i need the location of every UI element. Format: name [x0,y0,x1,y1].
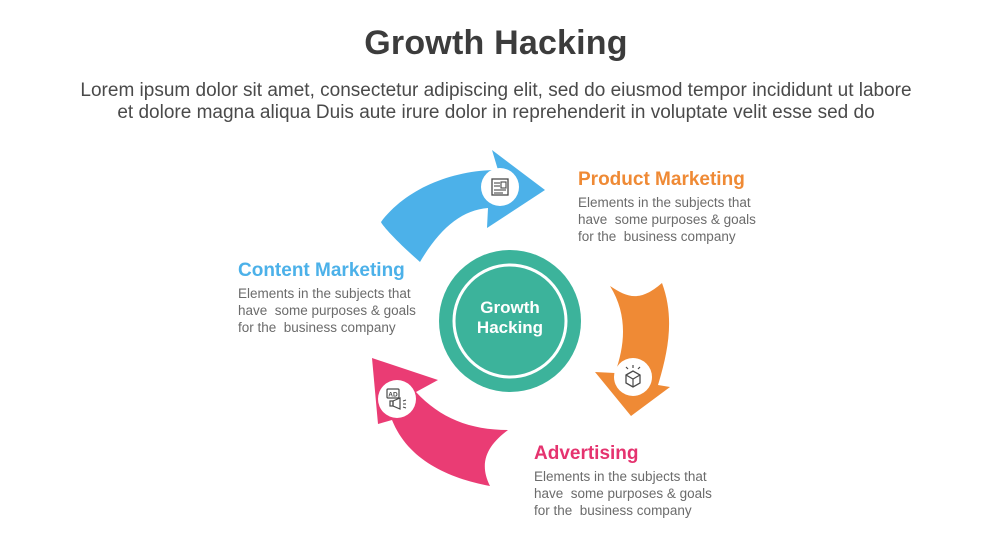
product-marketing-desc-line-1: Elements in the subjects that [578,195,751,210]
advertising-desc-line-2: have some purposes & goals [534,486,712,501]
subtitle-line-1: Lorem ipsum dolor sit amet, consectetur … [80,80,912,101]
product-marketing-title: Product Marketing [578,169,745,190]
center-circle [439,250,581,392]
ad-megaphone-icon: AD [378,380,416,418]
product-marketing-desc-line-3: for the business company [578,229,736,244]
product-marketing-desc: Elements in the subjects that have some … [578,194,756,245]
content-marketing-desc-line-3: for the business company [238,320,396,335]
content-marketing-desc-line-1: Elements in the subjects that [238,286,411,301]
blueprint-icon [481,168,519,206]
arrow-orange [595,283,670,416]
advertising-desc-line-3: for the business company [534,503,692,518]
product-box-icon [614,358,652,396]
center-label-line-1: Growth [480,298,540,317]
center-label: Growth Hacking [440,298,580,338]
content-marketing-desc-line-2: have some purposes & goals [238,303,416,318]
arrow-blue [381,150,545,262]
advertising-desc: Elements in the subjects that have some … [534,468,712,519]
page-subtitle: Lorem ipsum dolor sit amet, consectetur … [40,80,952,124]
center-label-line-2: Hacking [476,318,544,337]
product-marketing-desc-line-2: have some purposes & goals [578,212,756,227]
content-marketing-desc: Elements in the subjects that have some … [238,285,416,336]
content-marketing-title: Content Marketing [238,260,405,281]
advertising-desc-line-1: Elements in the subjects that [534,469,707,484]
subtitle-line-2: et dolore magna aliqua Duis aute irure d… [117,102,875,123]
advertising-title: Advertising [534,443,639,464]
center-ring [452,263,568,379]
svg-text:AD: AD [388,392,398,399]
page-title: Growth Hacking [364,24,628,62]
